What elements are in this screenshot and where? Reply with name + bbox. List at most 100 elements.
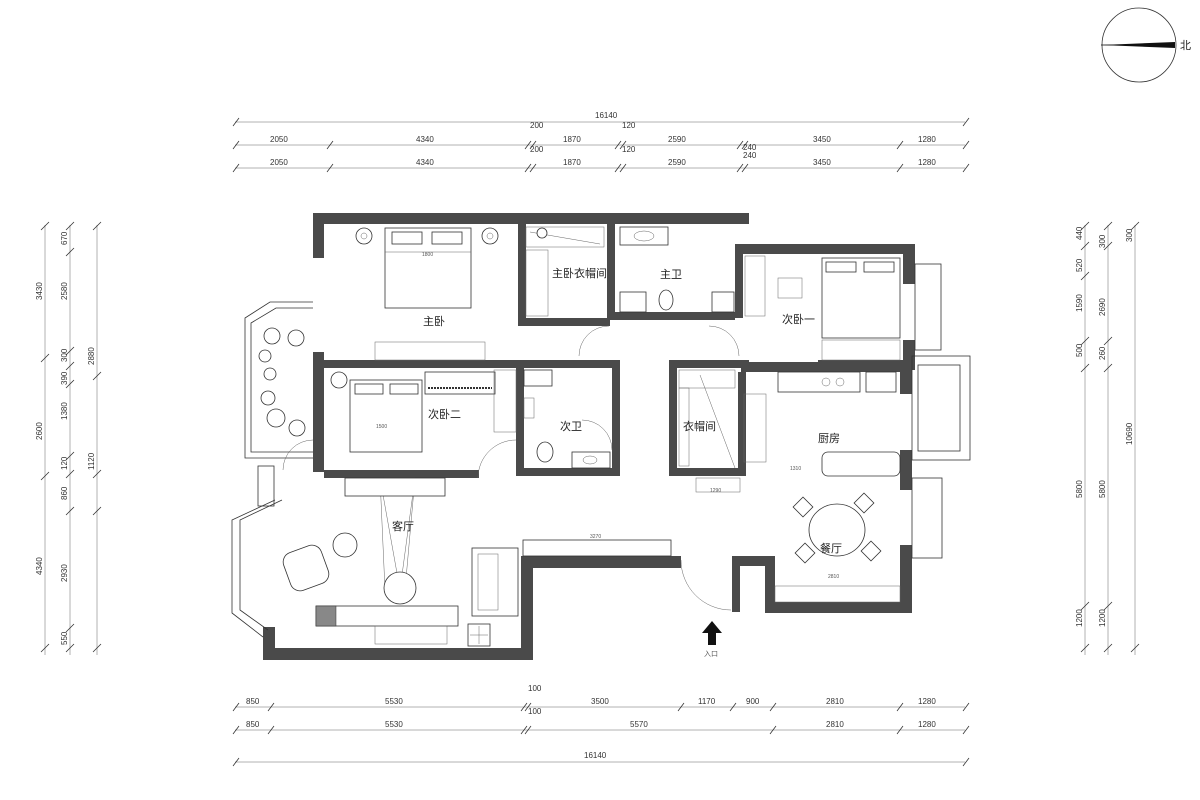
bed-two-dim: 1500 (376, 424, 387, 430)
left-dimensions: 3430 2600 4340 10690 670 2580 300 390 13… (35, 221, 102, 655)
room-master-bath: 主卫 (660, 268, 682, 281)
bottom-dim-3: 100 (528, 684, 542, 693)
right-inner-2: 300 (1098, 234, 1107, 248)
room-bedroom-two: 次卧二 (428, 407, 461, 421)
bottom-dim2-6: 1280 (918, 720, 936, 729)
master-bath-fixtures (619, 226, 735, 313)
left-inner-2: 2580 (60, 282, 69, 300)
room-dining: 餐厅 (820, 541, 842, 555)
right-outer-4: 5800 (1098, 480, 1107, 498)
bedroom-one-furniture (744, 255, 901, 361)
top-dim2-4: 1870 (563, 158, 581, 167)
top-dim-3: 200 (530, 121, 544, 130)
room-bedroom-one: 次卧一 (782, 312, 815, 326)
left-inner-6: 120 (60, 456, 69, 470)
top-dim-5: 120 (622, 121, 636, 130)
entrance-label: 入口 (704, 650, 718, 658)
top-dim2-1: 2050 (270, 158, 288, 167)
top-dim2-5: 120 (622, 145, 636, 154)
top-dim-6: 2590 (668, 135, 686, 144)
top-dim2-7: 240 (743, 151, 757, 160)
top-dim2-3: 200 (530, 145, 544, 154)
dining-dim: 2810 (828, 574, 839, 580)
left-inner-1: 670 (60, 231, 69, 245)
right-dimensions: 440 520 1590 500 5800 1200 300 2690 260 … (1075, 221, 1140, 655)
right-inner-3: 520 (1075, 258, 1084, 272)
top-dim-8: 3450 (813, 135, 831, 144)
top-dimensions: 16140 2050 4340 200 1870 120 2590 240 34… (232, 111, 970, 173)
closet-cabinets (678, 369, 736, 469)
left-inner-9: 550 (60, 631, 69, 645)
left-dim-3: 4340 (35, 557, 44, 575)
top-dim-4: 1870 (563, 135, 581, 144)
right-outer-2: 2690 (1098, 298, 1107, 316)
sofa-dim: 3270 (590, 534, 601, 540)
room-kitchen: 厨房 (818, 432, 840, 445)
master-nightstand-lamps (355, 227, 499, 245)
top-dim2-6: 2590 (668, 158, 686, 167)
compass-north-label: 北 (1180, 39, 1191, 52)
left-inner-7: 860 (60, 486, 69, 500)
living-furniture: 3270 1290 (282, 477, 741, 647)
master-closet-cabinets (525, 226, 605, 317)
room-closet: 衣帽间 (683, 419, 716, 433)
bottom-dim2-3: 100 (528, 707, 542, 716)
bottom-dim-1: 850 (246, 697, 260, 706)
left-extra-1: 2880 (87, 347, 96, 365)
left-inner-8: 2930 (60, 564, 69, 582)
left-inner-5: 1380 (60, 402, 69, 420)
plants (258, 327, 306, 437)
bottom-dim-4: 3500 (591, 697, 609, 706)
kitchen-fixtures: 1310 (743, 371, 901, 477)
bottom-dim-2: 5530 (385, 697, 403, 706)
walls (263, 213, 915, 660)
bottom-dim2-2: 5530 (385, 720, 403, 729)
entrance-arrow-icon (702, 621, 722, 645)
right-inner-7: 1200 (1075, 609, 1084, 627)
left-dim-1: 3430 (35, 282, 44, 300)
right-outer-5: 1200 (1098, 609, 1107, 627)
right-inner-1: 440 (1075, 226, 1084, 240)
room-master-bedroom: 主卧 (423, 315, 445, 328)
dining-furniture: 2810 (774, 492, 901, 603)
right-outer-3: 260 (1098, 346, 1107, 360)
left-inner-4: 390 (60, 371, 69, 385)
bottom-dim2-1: 850 (246, 720, 260, 729)
top-dim2-9: 1280 (918, 158, 936, 167)
compass: 北 (1101, 7, 1191, 83)
top-dim2-2: 4340 (416, 158, 434, 167)
bottom-dim2-4: 5570 (630, 720, 648, 729)
right-inner-6: 5800 (1075, 480, 1084, 498)
right-balcony (911, 263, 971, 559)
right-outer-1: 300 (1125, 228, 1134, 242)
right-inner-4: 1590 (1075, 294, 1084, 312)
right-total-dim: 10690 (1125, 422, 1134, 445)
room-living: 客厅 (392, 519, 414, 533)
left-dim-2: 2600 (35, 422, 44, 440)
left-extra-2: 1120 (87, 452, 96, 470)
bottom-dim-5: 1170 (698, 697, 716, 706)
kitchen-counter-dim: 1310 (790, 466, 801, 472)
right-inner-5: 500 (1075, 343, 1084, 357)
bottom-dimensions: 850 5530 100 3500 1170 900 2810 1280 850… (232, 684, 970, 767)
bottom-dim-6: 900 (746, 697, 760, 706)
doors (257, 325, 740, 611)
top-dim-2: 4340 (416, 135, 434, 144)
bedroom-two-furniture: 1500 (330, 369, 517, 453)
left-inner-3: 300 (60, 348, 69, 362)
bay-window (231, 301, 313, 638)
top-dim-7: 240 (743, 143, 757, 152)
room-second-bath: 次卫 (560, 419, 582, 433)
second-bath-fixtures (523, 369, 611, 469)
bottom-dim2-5: 2810 (826, 720, 844, 729)
top-total-dim: 16140 (595, 111, 618, 120)
master-tv-unit (374, 341, 486, 361)
room-master-closet: 主卧衣帽间 (552, 266, 607, 280)
top-dim2-8: 3450 (813, 158, 831, 167)
top-dim-1: 2050 (270, 135, 288, 144)
bottom-total-dim: 16140 (584, 751, 607, 760)
master-bed: 1800 (384, 227, 472, 309)
closet-dim: 1290 (710, 488, 721, 494)
top-dim-9: 1280 (918, 135, 936, 144)
